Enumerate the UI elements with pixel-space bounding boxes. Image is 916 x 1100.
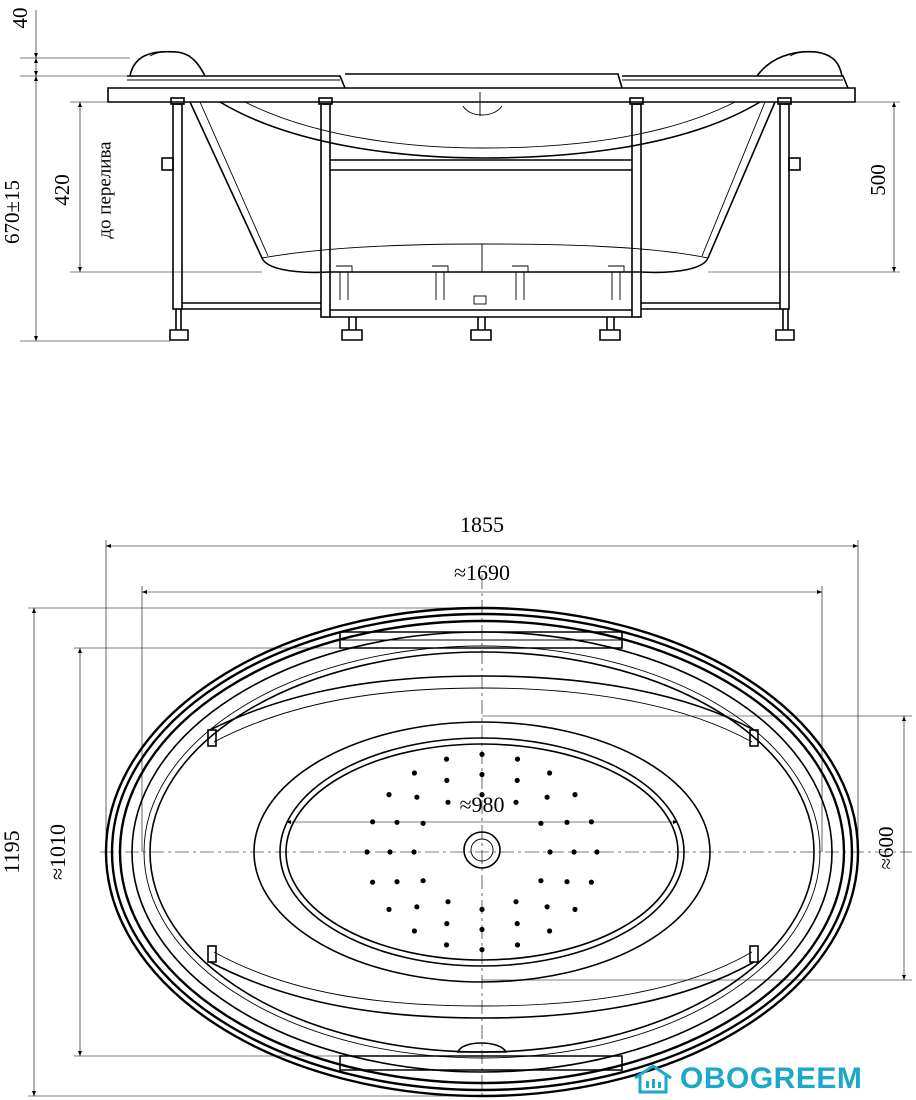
air-jet [547,928,553,934]
air-jet [544,904,550,910]
plan-view-dimensions [28,540,912,1097]
air-jet [571,849,577,855]
air-jet [411,849,417,855]
air-jet [420,820,426,826]
air-jet [394,819,400,825]
support-frame [161,97,801,341]
dim-length-outer-label: 1855 [460,512,504,537]
air-jet [443,942,450,948]
watermark: OBOGREEM [632,1062,902,1096]
dim-frame-label: 500 [866,164,890,196]
air-jet [538,820,544,826]
air-jet [414,904,420,910]
plan-view: 1855 ≈1690 1195 ≈1010 ≈980 ≈600 [0,512,912,1098]
watermark-text: OBOGREEM [680,1062,863,1095]
air-jet [414,794,420,800]
tub-body [189,92,776,274]
air-jet [445,899,451,905]
air-jet [394,879,400,885]
air-jet [479,947,485,953]
side-view-dimensions [20,10,900,342]
dim-bottom-length-label: ≈980 [459,792,504,817]
air-jet [594,849,600,855]
tub-rim [107,50,856,103]
air-jet [479,926,485,933]
air-jet [564,879,570,885]
air-jet [479,906,485,913]
air-jet [514,942,521,948]
air-jet [514,777,520,784]
air-jet [386,906,392,913]
air-jet [411,928,417,934]
air-jet [588,879,595,885]
air-jet [547,770,553,776]
side-view: 40 670±15 420 до перелива 500 [0,8,900,342]
air-jet [514,756,521,762]
air-jet [564,819,570,825]
dim-width-outer-label: 1195 [0,830,24,873]
air-jet [479,771,485,778]
air-jet [370,879,376,885]
air-jet [411,770,417,776]
air-jet [479,792,485,798]
overflow-caption: до перелива [94,141,115,239]
dim-overflow-label: 420 [50,174,74,206]
air-jet [443,756,450,762]
dim-length-inner-label: ≈1690 [454,560,510,585]
air-jet [538,878,544,884]
dim-total-height-label: 670±15 [0,180,24,244]
air-jet [572,906,578,913]
air-jet [513,799,519,805]
air-jet [572,792,578,798]
air-jet [479,751,485,758]
dim-top-label: 40 [8,8,32,29]
air-jet [364,849,370,855]
house-icon [634,1064,672,1094]
air-jet [387,849,393,855]
armrests [207,631,759,1071]
air-jet [386,792,392,798]
air-jet [445,799,451,805]
air-jet [544,794,550,800]
air-jet [513,899,519,905]
air-jet [444,921,450,927]
air-jet [547,849,553,855]
air-jet [444,777,450,784]
dim-width-inner-label: ≈1010 [45,824,70,880]
air-jet [514,921,520,927]
dim-bottom-width-label: ≈600 [874,826,898,869]
air-jet [420,878,426,884]
